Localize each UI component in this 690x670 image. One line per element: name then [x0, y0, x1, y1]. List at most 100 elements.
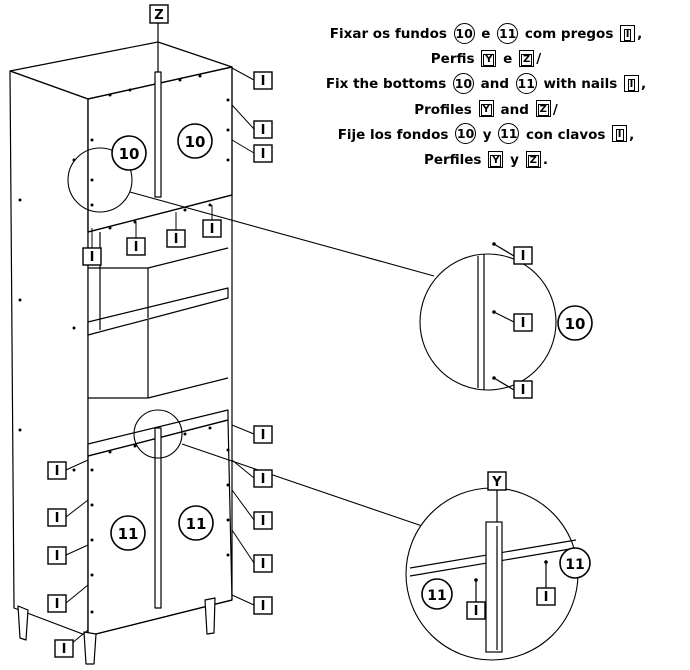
part-number-badge: 11 — [515, 72, 537, 94]
nail-badge-label: I — [627, 78, 636, 91]
detail-bottom-content — [409, 490, 577, 653]
instruction-line-en-1: Fix the bottoms 10 and 11 with nails I, — [282, 72, 690, 97]
instruction-text-segment: con clavos — [526, 126, 606, 143]
nail-badge-label: I — [623, 28, 632, 41]
instruction-text-segment: and — [480, 76, 510, 93]
nail-tag: I — [521, 249, 526, 264]
part-11-detail-left-label: 11 — [427, 588, 446, 604]
profile-y-tag-label: Y — [491, 475, 502, 490]
nail-tag: I — [55, 597, 60, 612]
nail-tag: I — [90, 250, 95, 265]
nail-tag: I — [521, 316, 526, 331]
nail-badge: I — [624, 74, 640, 92]
detail-top-content — [477, 243, 515, 391]
part-10-upper-left — [111, 135, 147, 171]
instruction-text-segment: Fixar os fundos — [329, 26, 447, 42]
instruction-punctuation: . — [542, 152, 549, 169]
nail-badge: I — [612, 125, 628, 143]
instruction-punctuation: , — [637, 26, 643, 42]
instruction-text-segment: with nails — [543, 76, 618, 93]
instruction-text-segment: y — [482, 126, 492, 143]
lower-back-panel — [87, 419, 233, 637]
profile-badge-label: Z — [537, 104, 549, 117]
instruction-line-es-1: Fije los fondos 10 y 11 con clavos I, — [282, 123, 690, 148]
callout-circle-bottom — [133, 409, 183, 459]
part-10-upper-right-label: 10 — [185, 133, 206, 151]
instruction-punctuation: , — [641, 76, 647, 93]
part-10-detail — [557, 305, 593, 341]
part-11-detail-left — [421, 578, 453, 610]
leg-left — [17, 605, 29, 641]
nail-tag: I — [261, 428, 266, 443]
detail-circle-top — [419, 253, 557, 391]
nail-tag: I — [134, 240, 139, 255]
part-number-badge: 11 — [498, 123, 520, 145]
callout-connector-top — [129, 191, 435, 277]
instruction-punctuation: / — [536, 51, 542, 68]
instruction-text-segment: y — [510, 152, 519, 169]
part-11-lower-left — [110, 515, 146, 551]
middle-shelf — [87, 287, 229, 336]
profile-badge-label: Z — [527, 154, 539, 167]
instruction-line-pt-2: Perfis Y e Z/ — [282, 47, 690, 72]
instruction-text-segment: Fix the bottoms — [325, 76, 447, 93]
nail-tag: I — [55, 549, 60, 564]
nail-tag: I — [174, 232, 179, 247]
nail-tag: I — [261, 74, 266, 89]
instruction-text: Fixar os fundos 10 e 11 com pregos I, Pe… — [282, 22, 690, 173]
nail-tag: I — [261, 472, 266, 487]
nail-tag: I — [261, 514, 266, 529]
nail-tag: I — [55, 464, 60, 479]
instruction-punctuation: , — [629, 126, 635, 143]
profile-z-tag-label: Z — [154, 8, 163, 23]
profile-z — [154, 71, 162, 198]
part-11-lower-left-label: 11 — [118, 525, 139, 543]
part-11-lower-right — [178, 505, 214, 541]
part-10-upper-left-label: 10 — [119, 145, 140, 163]
leader-lines — [65, 67, 255, 649]
nail-tag: I — [521, 383, 526, 398]
nail-tag: I — [261, 147, 266, 162]
instruction-text-segment: e — [481, 26, 491, 42]
profile-badge-label: Y — [480, 104, 492, 117]
profile-z-tag — [149, 4, 169, 24]
profile-badge: Y — [488, 150, 504, 168]
profile-y — [154, 427, 162, 609]
part-number-badge: 10 — [453, 22, 475, 44]
callout-connector-bottom — [181, 443, 429, 529]
instruction-line-es-2: Perfiles Y y Z. — [282, 148, 690, 173]
profile-badge-label: Z — [521, 53, 533, 66]
nail-tag: I — [210, 222, 215, 237]
profile-badge: Y — [481, 49, 497, 67]
leg-front-right — [204, 597, 216, 635]
part-number-badge: 10 — [452, 72, 474, 94]
part-number-badge: 10 — [455, 123, 477, 145]
part-11-lower-right-label: 11 — [186, 515, 207, 533]
nail-tag: I — [544, 590, 549, 605]
nail-tag: I — [261, 599, 266, 614]
profile-badge: Z — [535, 100, 551, 118]
part-10-upper-right — [177, 123, 213, 159]
callout-circle-top — [67, 147, 133, 213]
instruction-punctuation: / — [552, 101, 558, 118]
instruction-text-segment: Profiles — [414, 101, 472, 118]
profile-badge: Z — [519, 49, 535, 67]
nail-tag: I — [62, 642, 67, 657]
nail-tag: I — [474, 604, 479, 619]
nail-tag: I — [261, 557, 266, 572]
part-10-detail-label: 10 — [565, 315, 586, 333]
nail-tag: I — [55, 511, 60, 526]
part-11-detail-right-label: 11 — [565, 557, 584, 573]
leg-front-left — [83, 631, 97, 665]
instruction-text-segment: Perfis — [430, 51, 475, 68]
instruction-line-pt-1: Fixar os fundos 10 e 11 com pregos I, — [282, 22, 690, 47]
profile-badge: Y — [478, 100, 494, 118]
instruction-text-segment: e — [503, 51, 513, 68]
nail-tag: I — [261, 123, 266, 138]
instruction-text-segment: Perfiles — [423, 152, 482, 169]
profile-badge-label: Y — [490, 154, 502, 167]
profile-y-tag — [487, 471, 507, 491]
profile-badge-label: Y — [483, 53, 495, 66]
instruction-line-en-2: Profiles Y and Z/ — [282, 98, 690, 123]
